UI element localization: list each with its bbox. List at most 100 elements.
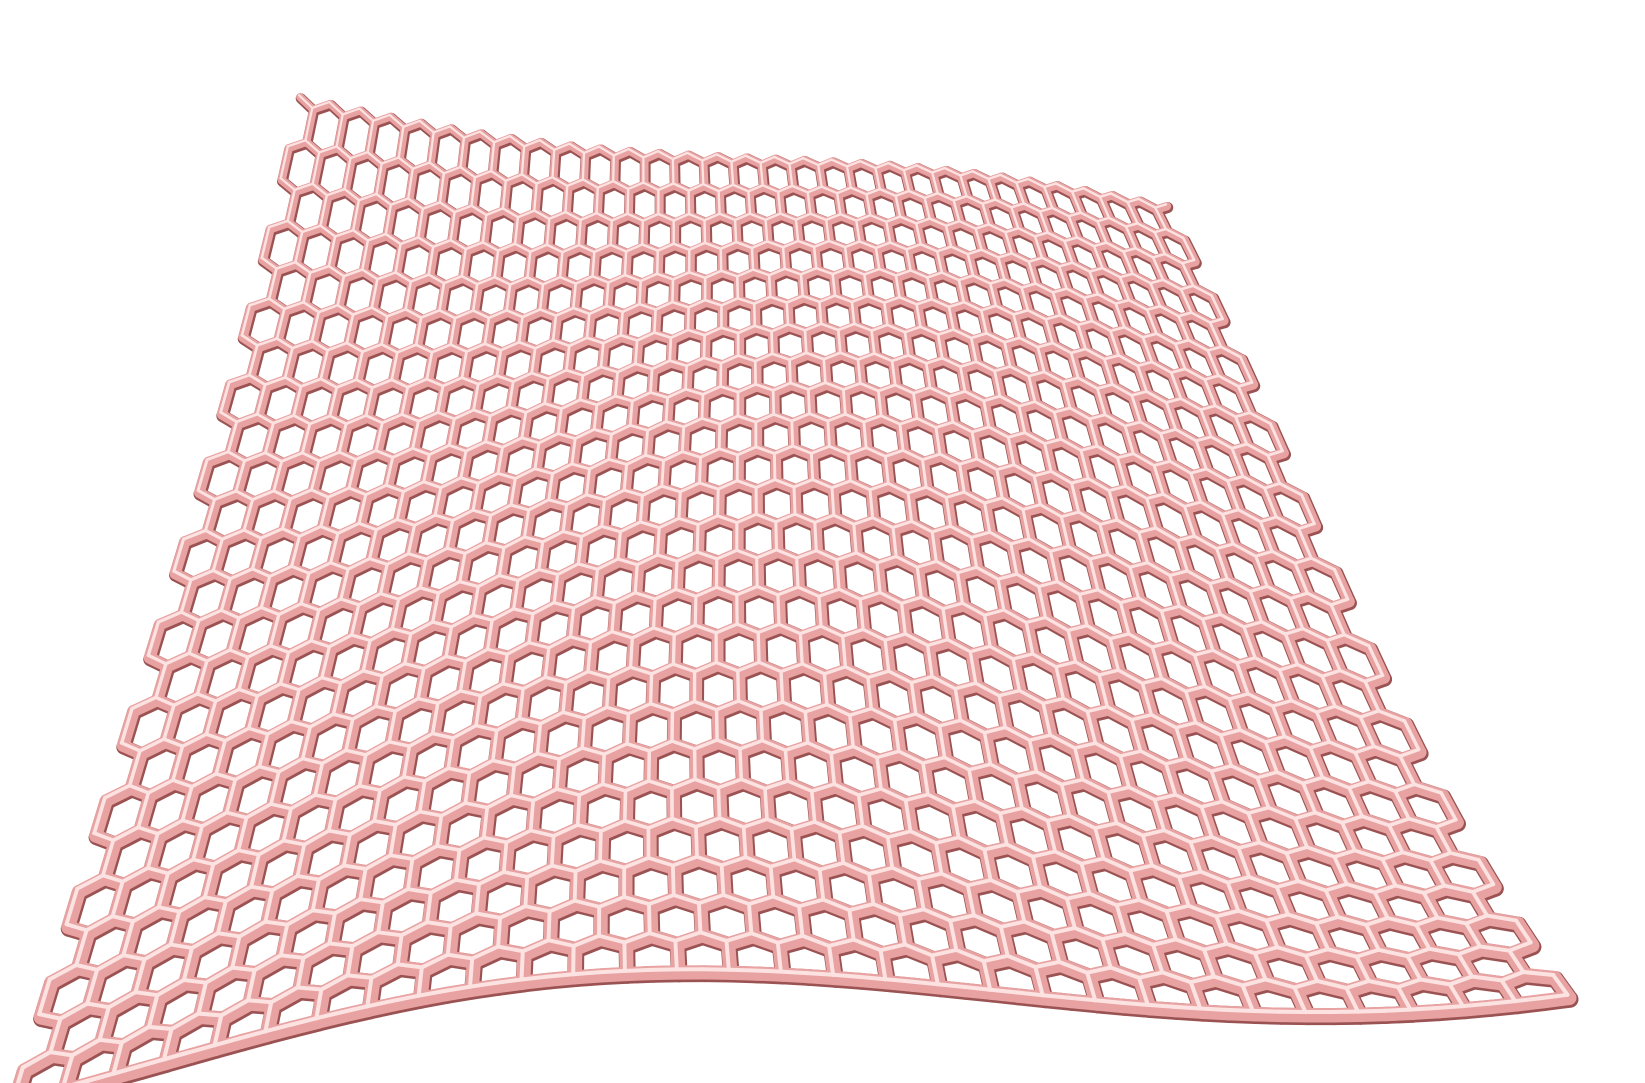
bond-highlight-348 bbox=[1151, 256, 1165, 282]
bond-highlight-14 bbox=[366, 119, 375, 154]
bond-highlight-507 bbox=[240, 303, 252, 337]
bond-highlight-197 bbox=[1079, 211, 1099, 223]
bond-highlight-303 bbox=[561, 243, 581, 254]
bond-highlight-285 bbox=[688, 241, 707, 251]
bond-highlight-217 bbox=[928, 217, 948, 227]
bond-219 bbox=[414, 206, 429, 244]
bond-334 bbox=[458, 246, 472, 283]
bond-highlight-257 bbox=[366, 232, 388, 242]
bond-highlight-517 bbox=[1012, 313, 1021, 340]
bond-highlight-168 bbox=[438, 201, 456, 214]
bond-highlight-33 bbox=[642, 150, 660, 159]
bond-highlight-101 bbox=[1043, 182, 1058, 189]
bond-highlight-123 bbox=[836, 186, 852, 195]
bond-highlight-529 bbox=[886, 323, 907, 334]
bond-highlight-470 bbox=[317, 303, 340, 314]
bond-highlight-183 bbox=[1067, 211, 1082, 218]
bond-highlight-200 bbox=[610, 212, 629, 222]
bond-highlight-250 bbox=[333, 228, 355, 238]
bond-724 bbox=[216, 379, 236, 420]
bond-highlight-135 bbox=[1098, 192, 1113, 199]
bond-highlight-295 bbox=[513, 242, 532, 253]
bond-728 bbox=[253, 381, 272, 422]
bond-highlight-20 bbox=[286, 139, 307, 148]
bond-highlight-120 bbox=[806, 185, 823, 194]
bond-highlight-377 bbox=[655, 272, 675, 281]
bond-highlight-40 bbox=[366, 151, 383, 165]
bond-highlight-110 bbox=[702, 182, 720, 193]
bond-highlight-144 bbox=[375, 192, 393, 206]
bond-highlight-155 bbox=[747, 190, 752, 215]
bond-highlight-95 bbox=[1027, 177, 1046, 189]
bond-highlight-260 bbox=[974, 227, 983, 251]
bond-highlight-78 bbox=[788, 162, 794, 188]
bond-highlight-342 bbox=[558, 250, 564, 279]
bond-highlight-212 bbox=[384, 203, 393, 236]
bond-highlight-28 bbox=[597, 145, 615, 157]
bond-highlight-366 bbox=[719, 269, 739, 278]
bond-highlight-475 bbox=[994, 304, 1015, 316]
bond-highlight-311 bbox=[1134, 247, 1155, 259]
bond-highlight-7 bbox=[402, 119, 421, 128]
bond-highlight-195 bbox=[809, 212, 828, 222]
bond-highlight-158 bbox=[1137, 197, 1157, 209]
bond-highlight-143 bbox=[564, 184, 569, 214]
bond-highlight-473 bbox=[336, 303, 355, 316]
bond-highlight-280 bbox=[874, 241, 892, 250]
bond-highlight-519 bbox=[819, 322, 840, 332]
bond-highlight-5 bbox=[372, 113, 391, 122]
bond-highlight-231 bbox=[301, 224, 322, 234]
bond-highlight-506 bbox=[1058, 314, 1080, 327]
bond-highlight-262 bbox=[399, 236, 420, 246]
bond-highlight-13 bbox=[462, 130, 481, 139]
bond-highlight-457 bbox=[1051, 291, 1062, 317]
bond-highlight-156 bbox=[776, 190, 782, 215]
bond-163 bbox=[284, 187, 300, 228]
bond-11 bbox=[333, 112, 348, 153]
bond-highlight-297 bbox=[624, 243, 644, 253]
bond-highlight-379 bbox=[639, 272, 659, 283]
bond-highlight-210 bbox=[869, 213, 888, 223]
bond-highlight-440 bbox=[1020, 286, 1030, 312]
bond-highlight-483 bbox=[818, 300, 823, 326]
bond-highlight-112 bbox=[717, 183, 735, 193]
bond-514 bbox=[273, 306, 291, 346]
bond-highlight-424 bbox=[370, 277, 379, 309]
bond-highlight-26 bbox=[318, 145, 338, 154]
bond-highlight-32 bbox=[627, 147, 645, 159]
bond-highlight-240 bbox=[319, 224, 337, 238]
bond-highlight-89 bbox=[535, 176, 554, 185]
bond-highlight-51 bbox=[817, 158, 833, 167]
bond-highlight-467 bbox=[1145, 304, 1162, 312]
bond-highlight-494 bbox=[471, 309, 491, 320]
bond-highlight-80 bbox=[817, 163, 823, 188]
bond-highlight-85 bbox=[874, 166, 882, 191]
bond-highlight-233 bbox=[794, 218, 800, 243]
bond-highlight-44 bbox=[759, 155, 776, 164]
bond-highlight-522 bbox=[852, 322, 873, 332]
bond-highlight-480 bbox=[370, 306, 389, 318]
bond-highlight-119 bbox=[311, 182, 329, 197]
bond-highlight-407 bbox=[1020, 282, 1037, 289]
bond-highlight-47 bbox=[380, 156, 400, 165]
bond-highlight-397 bbox=[508, 276, 529, 286]
bond-highlight-429 bbox=[572, 282, 578, 310]
bond-highlight-390 bbox=[574, 275, 594, 285]
bond-highlight-169 bbox=[1098, 195, 1111, 220]
bond-highlight-362 bbox=[1101, 266, 1122, 279]
bond-highlight-52 bbox=[830, 158, 849, 168]
bond-highlight-208 bbox=[855, 213, 872, 222]
bond-highlight-43 bbox=[744, 154, 762, 164]
bond-highlight-314 bbox=[997, 252, 1014, 259]
bond-highlight-496 bbox=[453, 309, 475, 320]
bond-highlight-198 bbox=[703, 212, 721, 222]
bond-125 bbox=[468, 174, 481, 212]
bond-highlight-218 bbox=[1107, 216, 1128, 228]
bond-highlight-393 bbox=[475, 275, 496, 286]
bond-highlight-126 bbox=[865, 187, 882, 196]
bond-highlight-489 bbox=[505, 308, 524, 319]
bond-highlight-185 bbox=[352, 198, 361, 232]
bond-highlight-500 bbox=[915, 303, 922, 329]
bond-highlight-249 bbox=[609, 219, 613, 247]
bond-highlight-333 bbox=[655, 249, 660, 276]
